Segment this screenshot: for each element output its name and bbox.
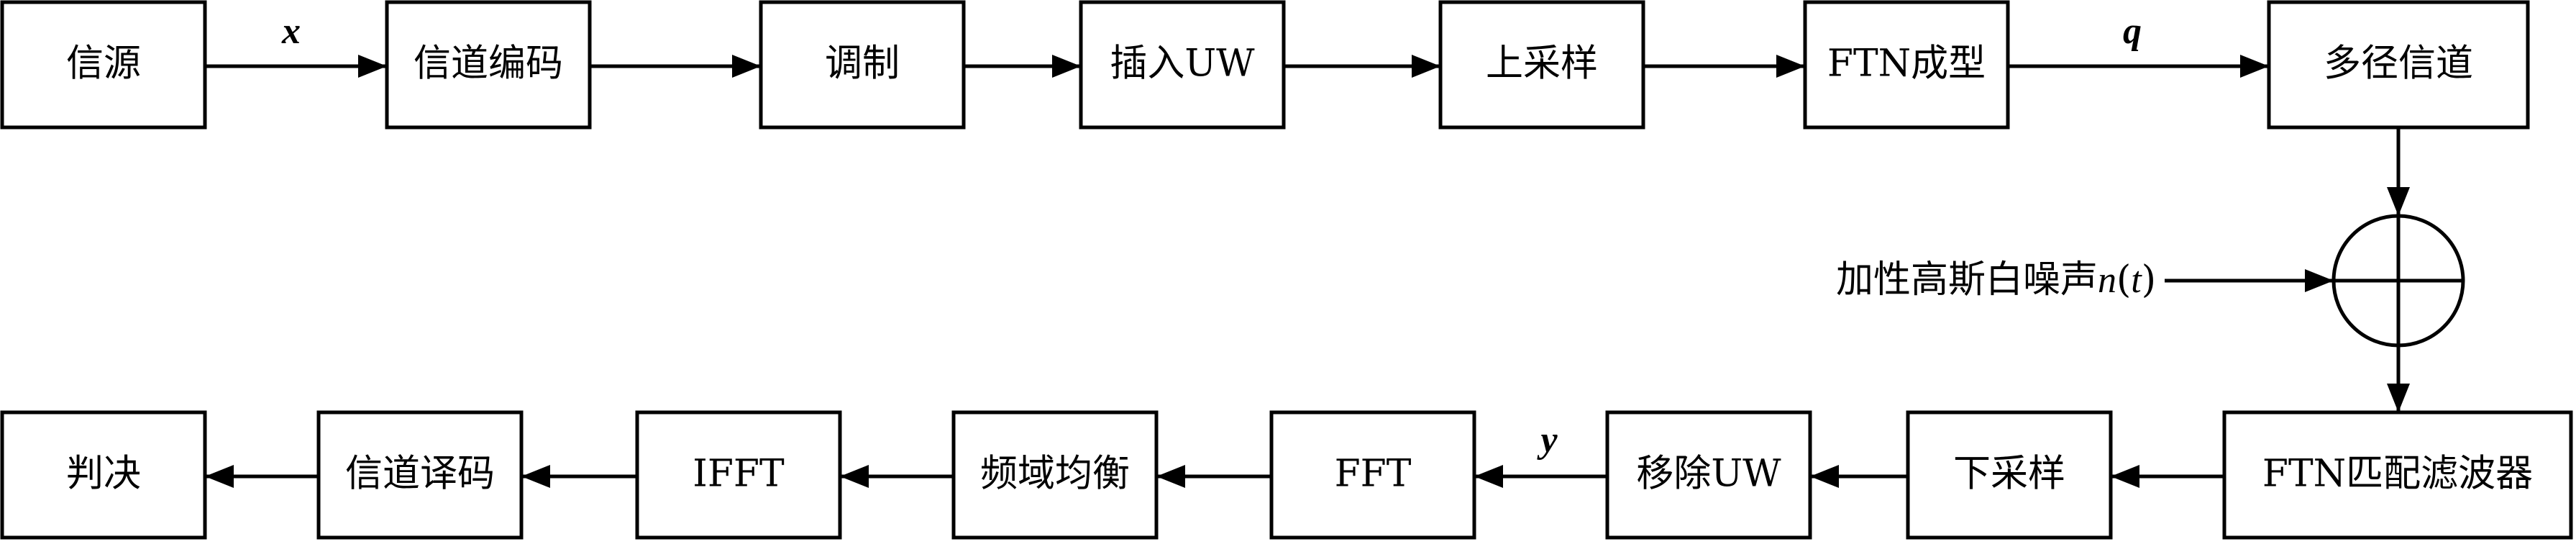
block-fft-label: FFT [1335, 453, 1412, 496]
block-channel-decoding-label: 信道译码 [345, 453, 495, 496]
block-insert-uw-label: 插入UW [1110, 42, 1255, 86]
block-modulation-label: 调制 [825, 42, 900, 86]
block-ftn-shaping: FTN成型 [1803, 0, 2010, 130]
noise-label: 加性高斯白噪声n(t) [1836, 258, 2156, 302]
block-ftn-matched-filter-label: FTN匹配滤波器 [2262, 453, 2533, 496]
block-channel-decoding: 信道译码 [316, 410, 524, 540]
block-insert-uw: 插入UW [1079, 0, 1286, 130]
signal-label-x: x [281, 11, 301, 52]
block-channel-encoding-label: 信道编码 [414, 42, 563, 86]
block-freq-domain-equalization-label: 频域均衡 [980, 453, 1130, 496]
block-upsampling-label: 上采样 [1486, 42, 1598, 86]
block-decision: 判决 [0, 410, 207, 540]
block-multipath-channel: 多径信道 [2267, 0, 2530, 130]
signal-label-y: y [1536, 420, 1558, 461]
block-channel-encoding: 信道编码 [385, 0, 592, 130]
block-multipath-channel-label: 多径信道 [2324, 42, 2473, 86]
block-source-label: 信源 [66, 42, 141, 86]
signal-label-q: q [2123, 11, 2142, 52]
block-source: 信源 [0, 0, 207, 130]
block-ftn-shaping-label: FTN成型 [1827, 42, 1986, 86]
block-upsampling: 上采样 [1438, 0, 1645, 130]
block-ifft: IFFT [635, 410, 842, 540]
block-remove-uw: 移除UW [1605, 410, 1812, 540]
block-ifft-label: IFFT [693, 453, 785, 496]
block-freq-domain-equalization: 频域均衡 [951, 410, 1159, 540]
block-fft: FFT [1269, 410, 1476, 540]
block-downsampling-label: 下采样 [1953, 453, 2065, 496]
block-modulation: 调制 [759, 0, 966, 130]
block-downsampling: 下采样 [1906, 410, 2113, 540]
block-decision-label: 判决 [66, 453, 141, 496]
adder-node [2331, 214, 2465, 348]
block-remove-uw-label: 移除UW [1636, 453, 1781, 496]
block-ftn-matched-filter: FTN匹配滤波器 [2222, 410, 2573, 540]
